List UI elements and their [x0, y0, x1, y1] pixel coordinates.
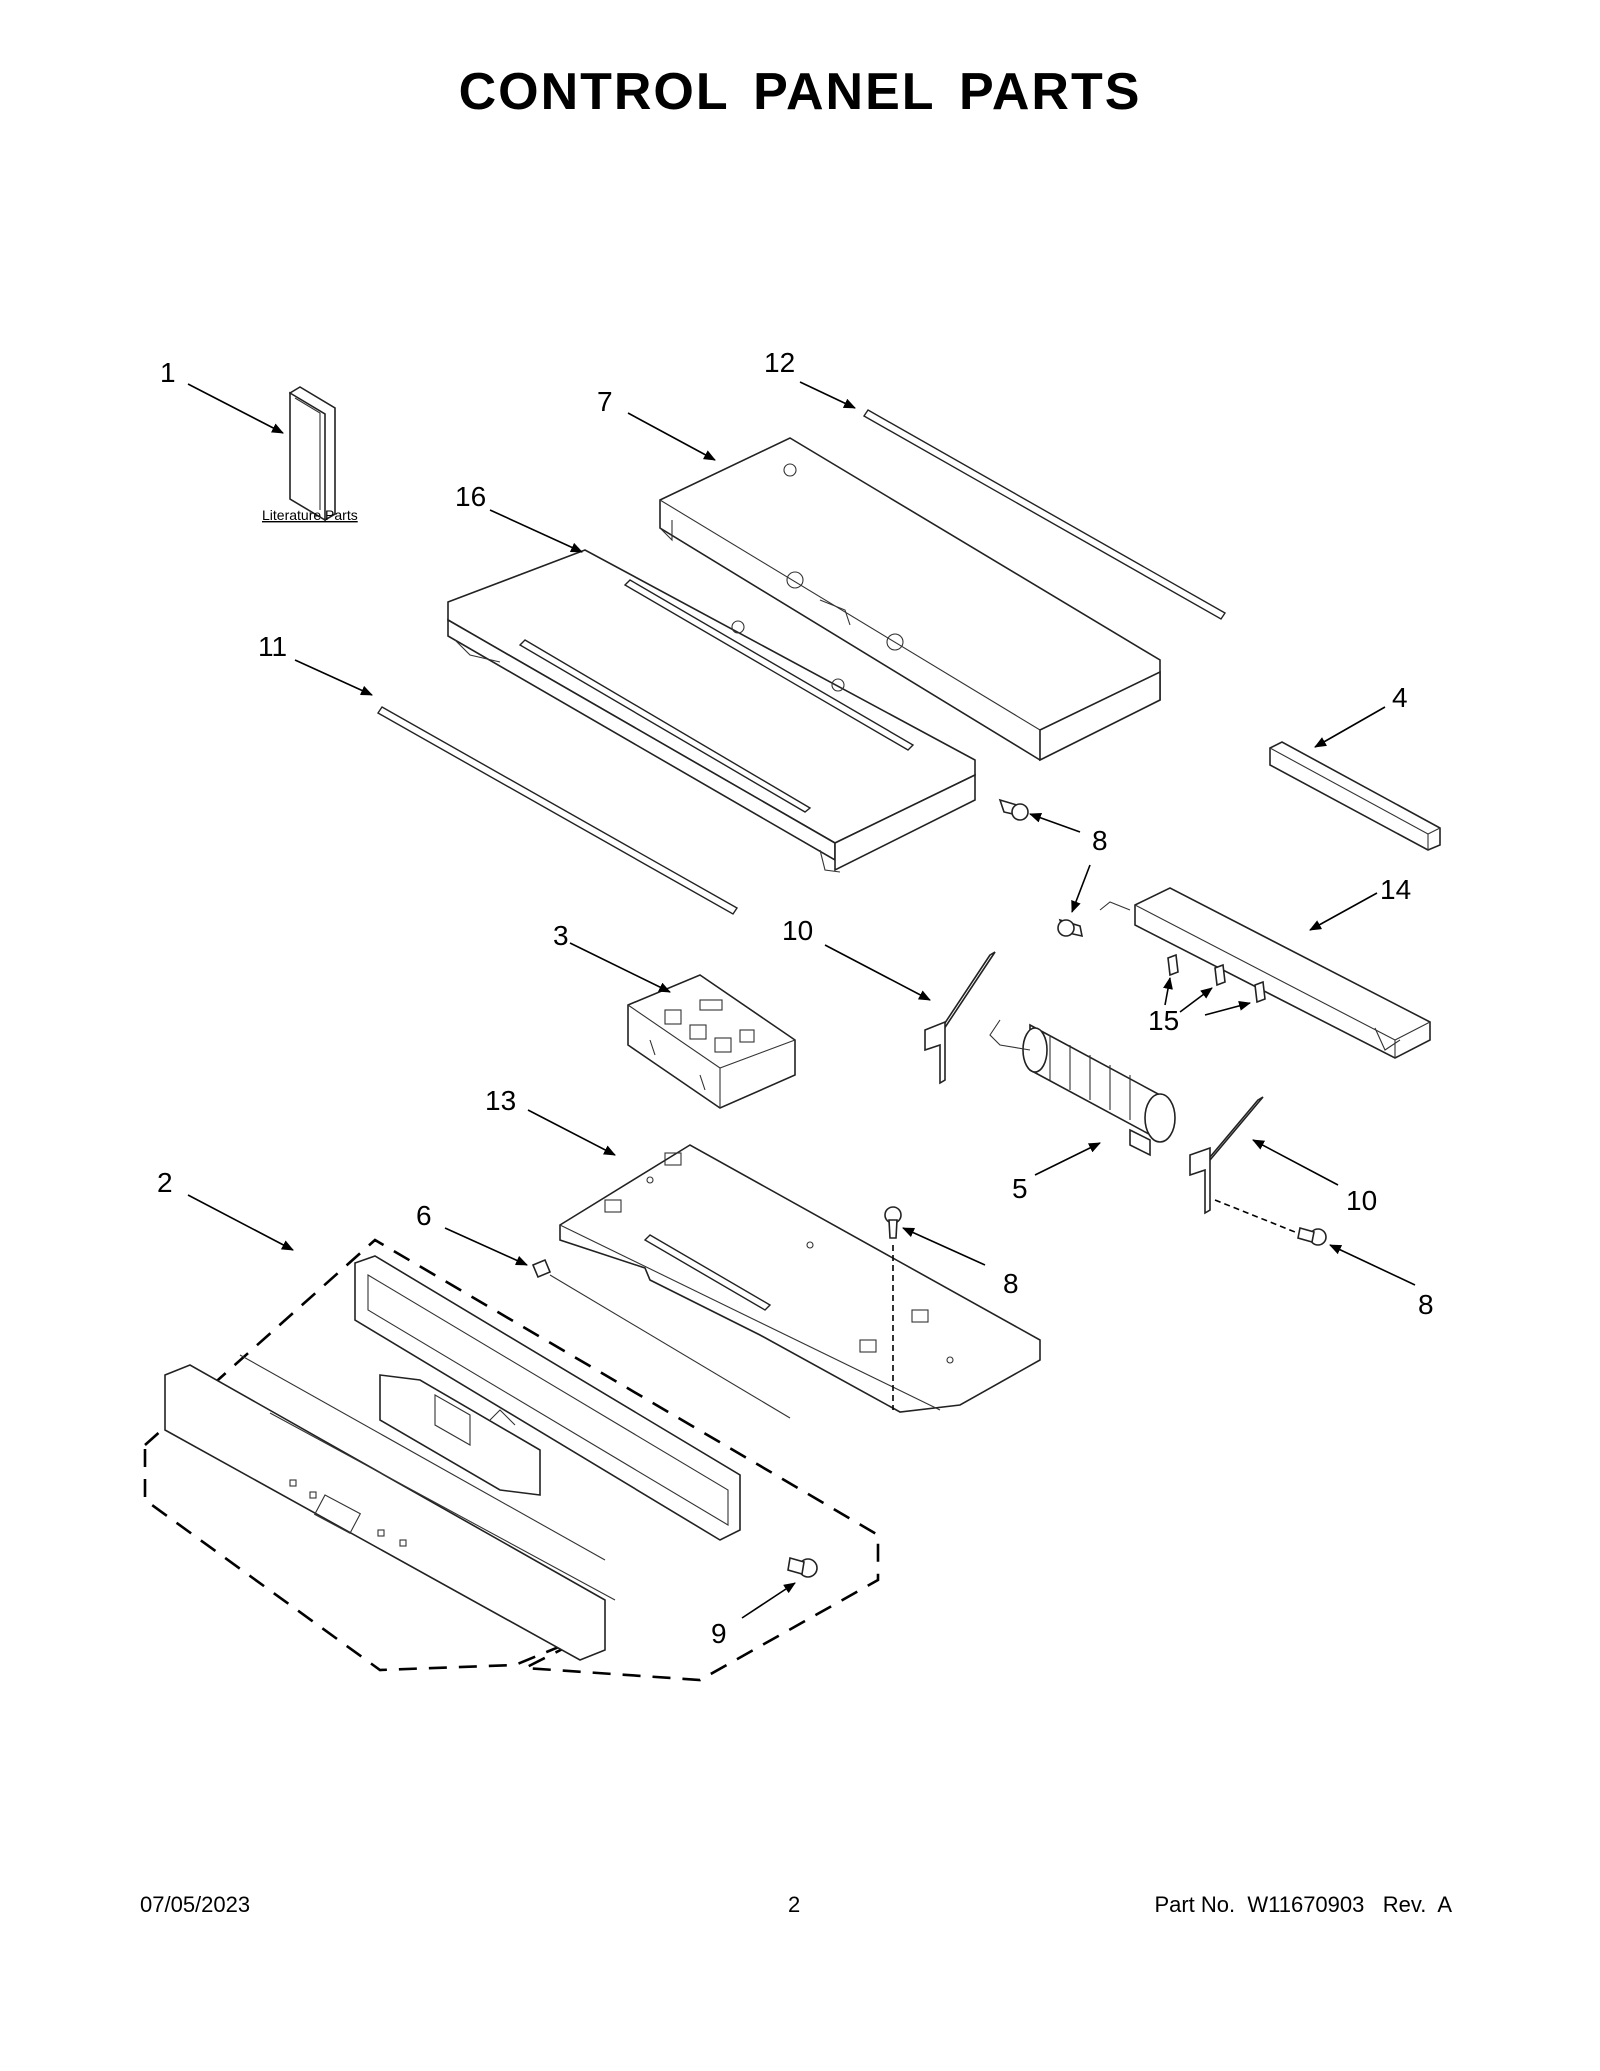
screw-8-upper	[998, 798, 1029, 821]
callout-6: 6	[416, 1200, 432, 1231]
control-panel-assembly-outline	[143, 1238, 880, 1682]
blower-fan	[989, 1019, 1176, 1157]
callout-2: 2	[157, 1167, 173, 1198]
screw-8-right	[1297, 1226, 1327, 1246]
callout-5: 5	[1012, 1173, 1028, 1204]
callout-14: 14	[1380, 874, 1411, 905]
footer-page-number: 2	[788, 1892, 801, 1917]
control-board	[627, 974, 796, 1109]
callout-11: 11	[258, 631, 287, 662]
callout-8-center: 8	[1003, 1268, 1019, 1299]
callout-12: 12	[764, 347, 795, 378]
callout-10-right: 10	[1346, 1185, 1377, 1216]
standoff-pins	[1167, 953, 1266, 1004]
wire-clip	[531, 1258, 791, 1419]
page-title: CONTROL PANEL PARTS	[458, 63, 1142, 121]
callout-4: 4	[1392, 682, 1408, 713]
control-panel-assembly	[164, 1255, 741, 1661]
callout-9: 9	[711, 1618, 727, 1649]
fan-mounting-bracket	[1099, 887, 1431, 1059]
screw-9	[787, 1556, 818, 1578]
fan-brace-left	[924, 951, 996, 1085]
footer-date: 07/05/2023	[140, 1892, 251, 1917]
side-seal-strip	[376, 706, 739, 915]
callout-15: 15	[1148, 1005, 1179, 1036]
literature-parts-label: Literature Parts	[262, 507, 358, 523]
callout-16: 16	[455, 481, 486, 512]
fan-brace-right	[1189, 1096, 1264, 1215]
literature-booklet	[289, 386, 336, 522]
callout-1: 1	[160, 357, 176, 388]
callout-3: 3	[553, 920, 569, 951]
callout-10-left: 10	[782, 915, 813, 946]
leader-lines	[187, 381, 1416, 1619]
insulation-block	[1269, 741, 1441, 851]
callout-8-right: 8	[1418, 1289, 1434, 1320]
footer-part-number: Part No. W11670903 Rev. A	[1154, 1892, 1452, 1917]
control-housing-box	[447, 549, 976, 873]
callout-7: 7	[597, 386, 613, 417]
rear-seal-strip	[863, 409, 1226, 620]
callout-13: 13	[485, 1085, 516, 1116]
control-panel-top-cover	[659, 437, 1161, 762]
callout-8-upper: 8	[1092, 825, 1108, 856]
screw-8-middle-left	[1057, 918, 1084, 938]
control-mounting-plate	[559, 1144, 1296, 1413]
screw-8-center	[884, 1206, 902, 1239]
